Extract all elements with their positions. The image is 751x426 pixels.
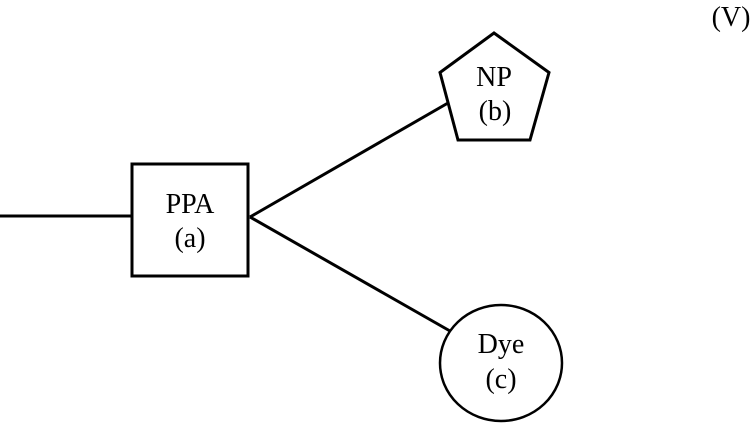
dye-circle bbox=[438, 303, 564, 423]
edge-ppa-to-dye bbox=[249, 215, 451, 333]
dye-sublabel: (c) bbox=[485, 364, 516, 395]
edge-ppa-to-np bbox=[249, 101, 449, 219]
figure-number-label: (V) bbox=[712, 2, 751, 33]
ppa-square bbox=[130, 162, 250, 278]
np-sublabel: (b) bbox=[479, 96, 512, 127]
ppa-sublabel: (a) bbox=[174, 223, 205, 254]
np-label: NP bbox=[476, 62, 512, 93]
ppa-label: PPA bbox=[166, 189, 216, 220]
np-pentagon bbox=[438, 31, 551, 142]
dye-label: Dye bbox=[478, 329, 525, 360]
